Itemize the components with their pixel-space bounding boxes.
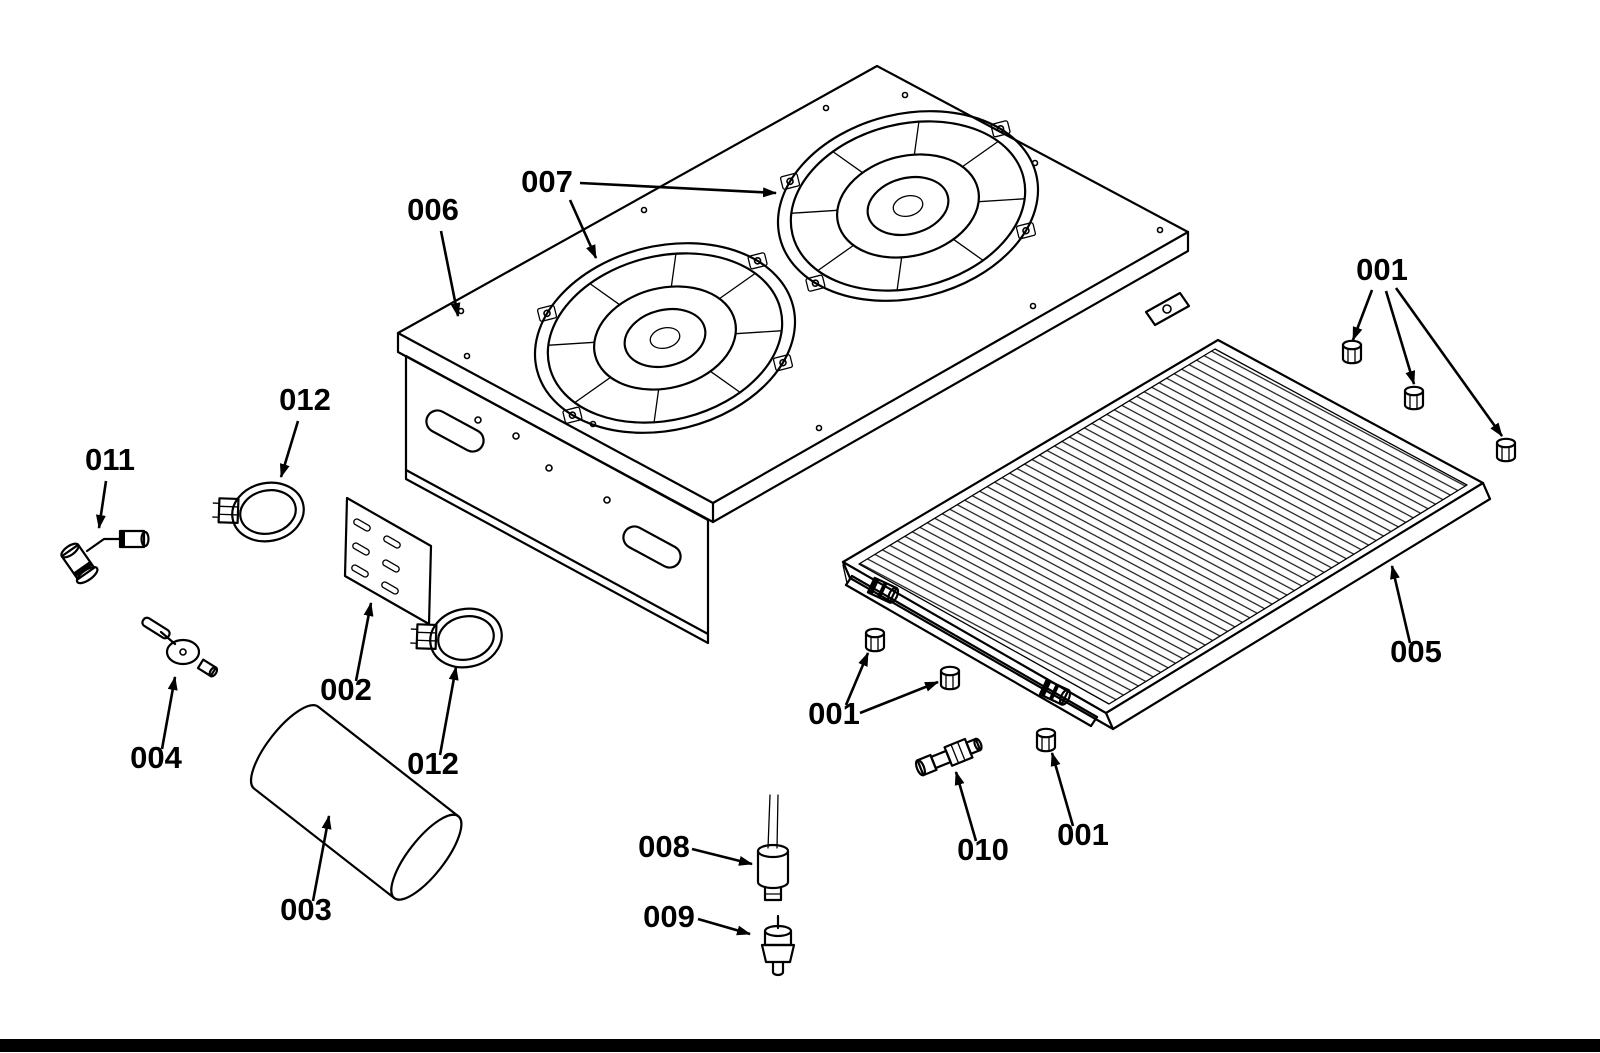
valve-core-008	[756, 794, 790, 902]
callout-006: 006	[407, 192, 461, 317]
callout-001-mid: 001	[808, 652, 939, 731]
part-label-008: 008	[638, 829, 690, 864]
callout-001-top-right: 001	[1351, 252, 1504, 437]
part-label-012: 012	[407, 746, 459, 781]
part-label-001: 001	[1356, 252, 1408, 287]
callout-012-lower: 012	[407, 666, 459, 781]
callout-012-upper: 012	[279, 382, 331, 478]
callout-001-lower-right: 001	[1050, 752, 1109, 852]
callout-005: 005	[1390, 565, 1442, 669]
mounting-tab	[1144, 291, 1191, 327]
part-label-001: 001	[1057, 817, 1109, 852]
part-label-007: 007	[521, 164, 573, 199]
part-label-010: 010	[957, 832, 1009, 867]
union-fitting-010	[914, 737, 983, 777]
callout-002: 002	[320, 602, 374, 707]
callout-004: 004	[130, 676, 183, 775]
callout-003: 003	[280, 815, 332, 927]
part-label-011: 011	[85, 442, 135, 477]
part-label-012: 012	[279, 382, 331, 417]
condenser-coil-005	[841, 338, 1492, 731]
part-label-005: 005	[1390, 634, 1442, 669]
valve-assembly-011	[60, 529, 150, 585]
part-label-006: 006	[407, 192, 459, 227]
part-label-009: 009	[643, 899, 695, 934]
filter-drier-003	[249, 704, 463, 901]
callout-008: 008	[638, 829, 753, 866]
access-valve-009	[760, 914, 796, 977]
callout-010: 010	[954, 771, 1009, 867]
bottom-divider	[0, 1039, 1600, 1052]
callout-011: 011	[85, 442, 135, 529]
part-label-002: 002	[320, 672, 372, 707]
part-label-003: 003	[280, 892, 332, 927]
part-label-004: 004	[130, 740, 182, 775]
part-label-001: 001	[808, 696, 860, 731]
service-valve-004	[141, 616, 219, 678]
callout-009: 009	[643, 899, 751, 936]
callout-007: 007	[521, 164, 777, 259]
